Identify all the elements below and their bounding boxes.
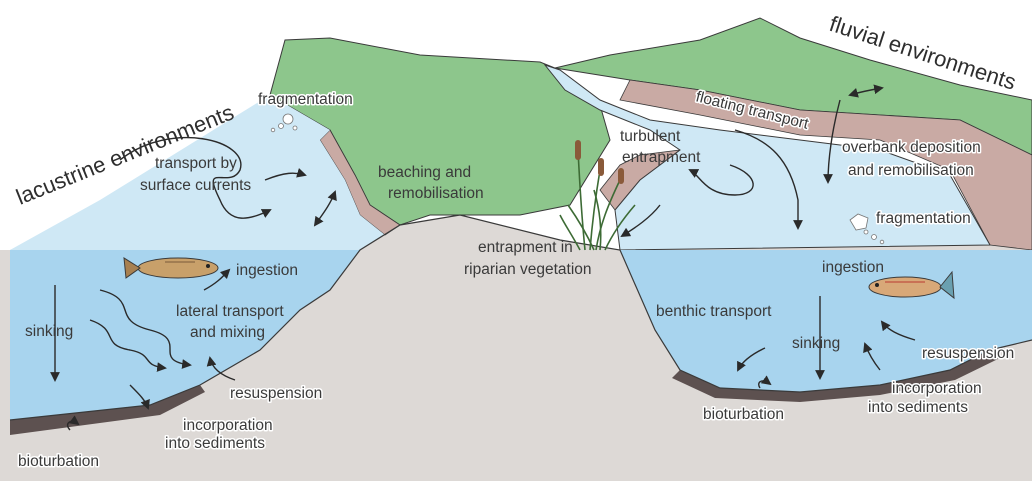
label-beaching-2: remobilisation bbox=[388, 185, 484, 202]
label-bioturbation-right: bioturbation bbox=[703, 406, 784, 423]
label-overbank-1: overbank deposition bbox=[842, 139, 981, 156]
label-bioturbation-left: bioturbation bbox=[18, 453, 99, 470]
label-incorporation-left-2: into sediments bbox=[165, 435, 265, 452]
label-incorporation-right-2: into sediments bbox=[868, 399, 968, 416]
label-resuspension-left: resuspension bbox=[230, 385, 322, 402]
label-entrapment-1: entrapment in bbox=[478, 239, 573, 256]
label-incorporation-right-1: incorporation bbox=[892, 380, 982, 397]
label-resuspension-right: resuspension bbox=[922, 345, 1014, 362]
label-transport-surface-2: surface currents bbox=[140, 177, 251, 194]
label-overbank-2: and remobilisation bbox=[848, 162, 974, 179]
label-fragmentation-left: fragmentation bbox=[258, 91, 353, 108]
label-turbulent-1: turbulent bbox=[620, 128, 681, 145]
label-benthic-transport: benthic transport bbox=[656, 303, 772, 320]
label-beaching-1: beaching and bbox=[378, 164, 471, 181]
label-turbulent-2: entrapment bbox=[622, 149, 701, 166]
label-lateral-1: lateral transport bbox=[176, 303, 284, 320]
label-transport-surface-1: transport by bbox=[155, 155, 237, 172]
label-sinking-left: sinking bbox=[25, 323, 73, 340]
label-ingestion-right: ingestion bbox=[822, 259, 884, 276]
label-ingestion-left: ingestion bbox=[236, 262, 298, 279]
label-fragmentation-right: fragmentation bbox=[876, 210, 971, 227]
label-sinking-right: sinking bbox=[792, 335, 840, 352]
label-entrapment-2: riparian vegetation bbox=[464, 261, 592, 278]
label-incorporation-left-1: incorporation bbox=[183, 417, 273, 434]
label-lateral-2: and mixing bbox=[190, 324, 265, 341]
